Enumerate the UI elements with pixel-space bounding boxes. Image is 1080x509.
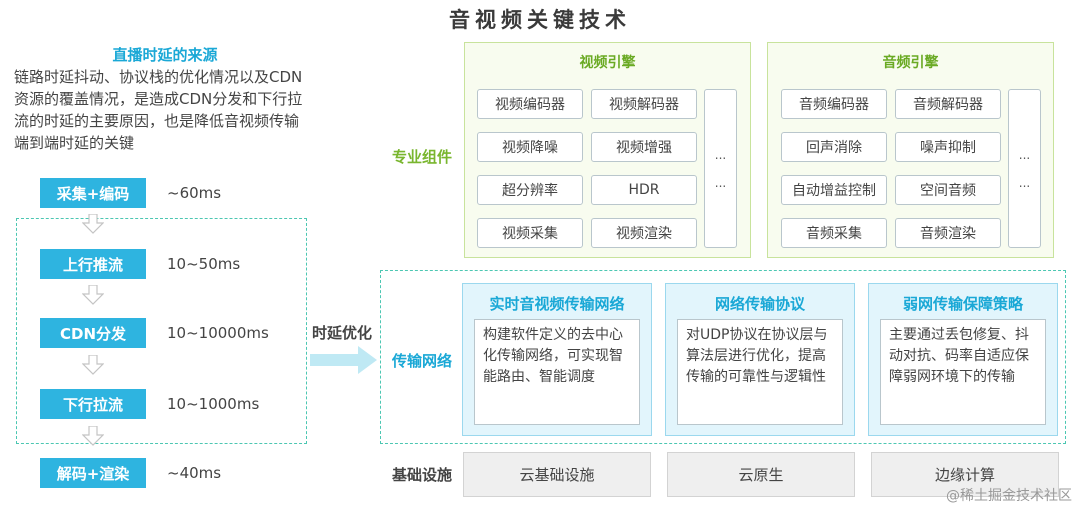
down-arrow-icon <box>82 285 104 305</box>
network-card-rtc-title: 实时音视频传输网络 <box>489 295 625 313</box>
right-arrow-icon <box>310 346 377 374</box>
infra-label: 基础设施 <box>392 466 453 484</box>
audio-chip-agc: 自动增益控制 <box>781 175 887 205</box>
video-chip-hdr: HDR <box>591 175 697 205</box>
video-chip-encoder: 视频编码器 <box>477 89 583 119</box>
transport-latency-group <box>16 218 307 444</box>
video-chip-render: 视频渲染 <box>591 218 697 248</box>
latency-source-heading: 直播时延的来源 <box>112 46 218 64</box>
audio-chip-decoder: 音频解码器 <box>895 89 1001 119</box>
audio-chip-encoder: 音频编码器 <box>781 89 887 119</box>
video-chip-super-resolution: 超分辨率 <box>477 175 583 205</box>
video-chip-capture: 视频采集 <box>477 218 583 248</box>
video-chip-enhance: 视频增强 <box>591 132 697 162</box>
audio-chip-spatial: 空间音频 <box>895 175 1001 205</box>
latency-source-paragraph: 链路时延抖动、协议栈的优化情况以及CDN资源的覆盖情况，是造成CDN分发和下行拉… <box>14 68 303 152</box>
network-card-protocol-title: 网络传输协议 <box>714 295 805 313</box>
step-capture-encode: 采集+编码 <box>40 178 146 208</box>
infra-cloud-native: 云原生 <box>667 452 855 497</box>
latency-decode-render: ~40ms <box>167 464 222 482</box>
infra-edge-computing: 边缘计算 <box>871 452 1059 497</box>
step-downlink-pull: 下行拉流 <box>40 389 146 419</box>
latency-uplink-push: 10~50ms <box>167 255 241 273</box>
step-cdn-distribution: CDN分发 <box>40 318 146 348</box>
network-card-weak-net-body: 主要通过丢包修复、抖动对抗、码率自适应保障弱网环境下的传输 <box>880 319 1046 425</box>
latency-downlink-pull: 10~1000ms <box>167 395 260 413</box>
network-label: 传输网络 <box>392 352 453 370</box>
audio-more-dots-1: ... <box>1018 147 1031 162</box>
audio-chip-render: 音频渲染 <box>895 218 1001 248</box>
audio-more-dots-2: ... <box>1018 175 1031 190</box>
down-arrow-icon <box>82 214 104 234</box>
audio-more-items: ... ... <box>1008 89 1041 248</box>
down-arrow-icon <box>82 355 104 375</box>
video-more-dots-2: ... <box>714 175 727 190</box>
watermark: @稀土掘金技术社区 <box>946 488 1072 504</box>
latency-cdn-distribution: 10~10000ms <box>167 324 269 342</box>
video-chip-denoise: 视频降噪 <box>477 132 583 162</box>
transport-network-group <box>380 270 1066 444</box>
video-engine-title: 视频引擎 <box>579 55 636 71</box>
page-title: 音视频关键技术 <box>449 8 631 32</box>
network-card-protocol-body: 对UDP协议在协议层与算法层进行优化，提高传输的可靠性与逻辑性 <box>677 319 843 425</box>
step-decode-render: 解码+渲染 <box>40 458 146 488</box>
video-more-items: ... ... <box>704 89 737 248</box>
video-chip-decoder: 视频解码器 <box>591 89 697 119</box>
down-arrow-icon <box>82 426 104 446</box>
audio-chip-echo-cancel: 回声消除 <box>781 132 887 162</box>
audio-chip-capture: 音频采集 <box>781 218 887 248</box>
latency-capture-encode: ~60ms <box>167 184 222 202</box>
video-more-dots-1: ... <box>714 147 727 162</box>
audio-chip-noise-suppress: 噪声抑制 <box>895 132 1001 162</box>
audio-engine-title: 音频引擎 <box>882 55 939 71</box>
network-card-rtc-body: 构建软件定义的去中心化传输网络，可实现智能路由、智能调度 <box>474 319 640 425</box>
components-label: 专业组件 <box>392 148 453 166</box>
latency-optimization-label: 时延优化 <box>312 324 373 342</box>
network-card-weak-net-title: 弱网传输保障策略 <box>902 295 1023 313</box>
step-uplink-push: 上行推流 <box>40 249 146 279</box>
infra-cloud: 云基础设施 <box>463 452 651 497</box>
